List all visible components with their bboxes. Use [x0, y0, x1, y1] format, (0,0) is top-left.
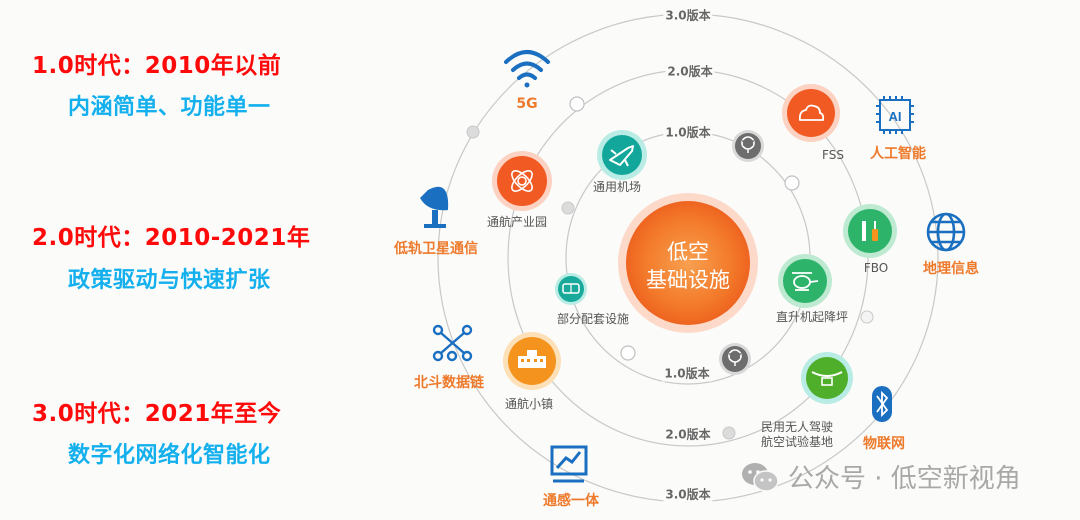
era-2-desc: 政策驱动与快速扩张	[68, 268, 271, 293]
network-nodes-icon	[432, 324, 473, 362]
node-label-support-facilities: 部分配套设施	[556, 312, 630, 326]
ring-v3-label-bottom: 3.0版本	[663, 485, 713, 503]
truck-node-icon	[555, 273, 587, 305]
ring-v1-label-bottom: 1.0版本	[662, 364, 712, 382]
ring-v2-label-bottom: 2.0版本	[663, 425, 713, 443]
node-label-helipad: 直升机起降坪	[775, 310, 849, 324]
node-label-industrial-park: 通航产业园	[486, 215, 548, 229]
ring-v2-label-top: 2.0版本	[665, 62, 715, 80]
center-circle	[626, 201, 750, 325]
wifi-icon	[504, 50, 550, 88]
tech-label-ai: 人工智能	[870, 146, 926, 162]
node-label-airport: 通用机场	[592, 180, 642, 194]
airport-node-icon	[597, 130, 647, 180]
ai-chip-icon: AI	[876, 96, 914, 134]
node-label-fss: FSS	[822, 148, 844, 162]
tech-label-satellite: 低轨卫星通信	[394, 241, 478, 257]
era-3-desc: 数字化网络化智能化	[68, 443, 271, 468]
wechat-icon	[742, 462, 779, 492]
town-node-icon	[503, 332, 561, 390]
fbo-node-icon	[843, 204, 897, 258]
tech-label-geo: 地理信息	[923, 261, 979, 277]
node-label-fbo: FBO	[863, 261, 889, 275]
bluetooth-icon	[872, 386, 892, 422]
tech-label-isac: 通感一体	[543, 493, 599, 509]
watermark: 公众号 · 低空新视角	[740, 458, 1021, 495]
era-1-title: 1.0时代：2010年以前	[32, 53, 282, 79]
industrial-park-node-icon	[492, 151, 552, 211]
balloon-icon	[719, 343, 751, 375]
tech-label-iot: 物联网	[863, 436, 905, 452]
era-1-desc: 内涵简单、功能单一	[68, 95, 271, 120]
tech-label-beidou: 北斗数据链	[414, 375, 484, 391]
monitor-chart-icon	[550, 445, 588, 483]
drone-node-icon	[801, 352, 853, 404]
fss-node-icon	[782, 84, 840, 142]
era-3-title: 3.0时代：2021年至今	[32, 401, 282, 427]
balloon-icon	[732, 130, 764, 162]
ring-v1-label-top: 1.0版本	[663, 123, 713, 141]
node-label-drone-base: 民用无人驾驶 航空试验基地	[760, 420, 834, 449]
era-2-title: 2.0时代：2010-2021年	[32, 225, 311, 251]
ring-v3-label-top: 3.0版本	[663, 6, 713, 24]
helicopter-node-icon	[778, 254, 832, 308]
globe-icon	[926, 212, 966, 252]
tech-label-5g: 5G	[516, 96, 538, 112]
node-label-town: 通航小镇	[504, 397, 554, 411]
svg-text:AI: AI	[889, 109, 902, 124]
center-title: 低空 基础设施	[646, 240, 730, 292]
satellite-dish-icon	[420, 186, 449, 228]
